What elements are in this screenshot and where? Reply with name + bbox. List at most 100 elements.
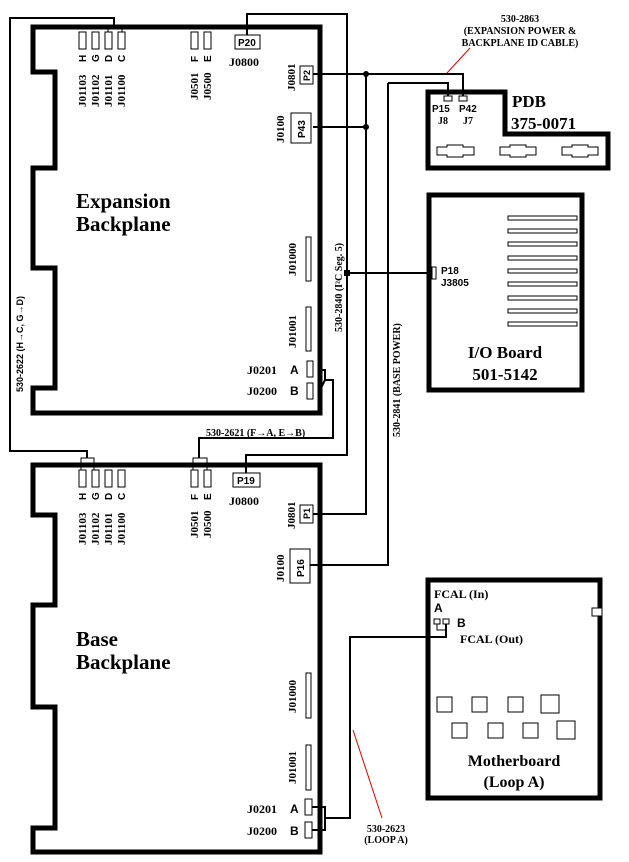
- connector-g-letter: G: [91, 54, 102, 62]
- pci-slot: [507, 295, 578, 301]
- chip: [540, 694, 560, 714]
- pdb-conn-p15: [443, 95, 453, 102]
- junction-dot: [363, 124, 369, 130]
- pci-slot: [507, 215, 578, 221]
- connector-f-letter: F: [190, 56, 201, 62]
- slot-j01001: [305, 744, 312, 791]
- connector-d-ref: J01101: [103, 513, 115, 545]
- connector-h-letter: H: [78, 493, 89, 500]
- motherboard-subtitle: (Loop A): [484, 774, 545, 791]
- fc-port-b-letter: B: [290, 384, 299, 398]
- connector-e-ref: J0500: [202, 72, 214, 100]
- cable-530-2623: [312, 624, 447, 831]
- fc-port-a: [304, 798, 313, 816]
- connector-f-ref: J0501: [189, 511, 201, 539]
- connector-h: [78, 469, 87, 488]
- connector-e-letter: E: [203, 55, 214, 62]
- expansion-backplane: Expansion Backplane H G D C J01103 J0110…: [30, 24, 323, 416]
- io-board-outline: [426, 192, 585, 393]
- connector-c: [117, 31, 126, 50]
- motherboard-title: Motherboard: [468, 753, 561, 770]
- pci-slot: [507, 228, 578, 234]
- connector-d-ref: J01101: [103, 75, 115, 107]
- cable-530-2621: [198, 369, 334, 458]
- fc-port-a-letter: A: [290, 363, 299, 377]
- cable-530-2863-label-line2: (EXPANSION POWER &: [464, 26, 577, 37]
- cable-530-2841: [310, 83, 389, 566]
- fc-port-a-ref: J0201: [247, 363, 277, 377]
- chip: [471, 696, 488, 713]
- fcal-port-a-label: A: [434, 601, 443, 615]
- cable-530-2623-label-line2: (LOOP A): [364, 835, 408, 846]
- connector-c: [117, 469, 126, 488]
- connector-h-ref: J01103: [77, 74, 89, 107]
- expansion-backplane-outline: [30, 24, 323, 416]
- pdb-board: PDB 375-0071 P15 P42 J8 J7: [425, 89, 611, 171]
- plug-p20-label: P20: [238, 38, 256, 49]
- chip: [451, 722, 468, 739]
- motherboard-outline: [425, 577, 603, 801]
- pdb-j8-label: J8: [438, 116, 448, 127]
- cable-530-2623-label-line1: 530-2623: [367, 824, 405, 835]
- connector-g-letter: G: [91, 492, 102, 500]
- chip: [522, 722, 539, 739]
- connector-h-ref: J01103: [77, 512, 89, 545]
- cable-530-2622-fork-top: [107, 24, 123, 32]
- fc-port-b-ref: J0200: [247, 824, 277, 838]
- connector-g-ref: J01102: [90, 74, 102, 107]
- connector-g-ref: J01102: [90, 512, 102, 545]
- power-connector-icon: [561, 144, 599, 158]
- connector-e: [203, 31, 212, 50]
- base-backplane: Base Backplane H G D C J01103 J01102 J01…: [30, 462, 323, 855]
- leader-530-2863: [446, 47, 471, 74]
- fc-port-a-ref: J0201: [247, 802, 277, 816]
- pdb-p15-label: P15: [432, 104, 450, 115]
- expansion-backplane-title-line1: Expansion: [76, 189, 171, 213]
- motherboard: FCAL (In) A B FCAL (Out) Motherboard (Lo…: [425, 577, 603, 801]
- plug-p43-label: P43: [297, 120, 308, 138]
- slot-j01001-label: J01001: [287, 315, 299, 348]
- fcal-out-label: FCAL (Out): [460, 632, 523, 646]
- plug-p16-label: P16: [296, 559, 307, 577]
- fc-port-b-ref: J0200: [247, 384, 277, 398]
- slot-j01001: [305, 306, 312, 352]
- io-board: P18 J3805 I/O Board 501-5142: [426, 192, 585, 393]
- fc-port-b: [304, 821, 313, 839]
- cable-530-2621-fork: [192, 457, 208, 470]
- cable-530-2863-p15: [388, 82, 449, 96]
- slot-j01000: [305, 672, 312, 719]
- connector-h: [78, 31, 87, 50]
- cables: 530-2622 (H→C, G→D) 530-2621 (F→A, E→B) …: [9, 13, 578, 846]
- io-board-title: I/O Board: [468, 343, 543, 362]
- plug-p19-label: P19: [237, 476, 255, 487]
- connector-d: [104, 469, 113, 488]
- pdb-part: 375-0071: [511, 114, 576, 133]
- base-backplane-title-line2: Backplane: [76, 650, 171, 674]
- jack-j0100-label: J0100: [275, 554, 287, 582]
- junction-dot: [363, 71, 369, 77]
- slot-j01000: [305, 236, 312, 282]
- plug-p43: [290, 112, 312, 144]
- fcal-port-b-label: B: [457, 616, 466, 630]
- fc-port-a-letter: A: [290, 802, 299, 816]
- chip: [436, 696, 453, 713]
- plug-p1-label: P1: [302, 508, 312, 519]
- pci-slot: [507, 321, 578, 327]
- pci-slot: [507, 255, 578, 261]
- chip: [507, 696, 524, 713]
- fcal-port-a: [433, 618, 441, 625]
- cable-530-2840: [245, 13, 348, 473]
- motherboard-edge-connector: [591, 607, 603, 617]
- connector-e-ref: J0500: [202, 510, 214, 538]
- fcal-in-label: FCAL (In): [434, 587, 488, 601]
- cable-530-2622-label: 530-2622 (H→C, G→D): [15, 296, 25, 392]
- fc-port-b-letter: B: [290, 824, 299, 838]
- pdb-j7-label: J7: [463, 116, 473, 127]
- connector-c-letter: C: [117, 55, 128, 62]
- cable-530-2841-label: 530-2841 (BASE POWER): [392, 323, 403, 437]
- fcal-port-b: [442, 618, 450, 625]
- jack-j0801-label: J0801: [286, 502, 298, 530]
- plug-p2-label: P2: [302, 70, 312, 81]
- slot-j01000-label: J01000: [287, 243, 299, 277]
- connector-e-letter: E: [203, 493, 214, 500]
